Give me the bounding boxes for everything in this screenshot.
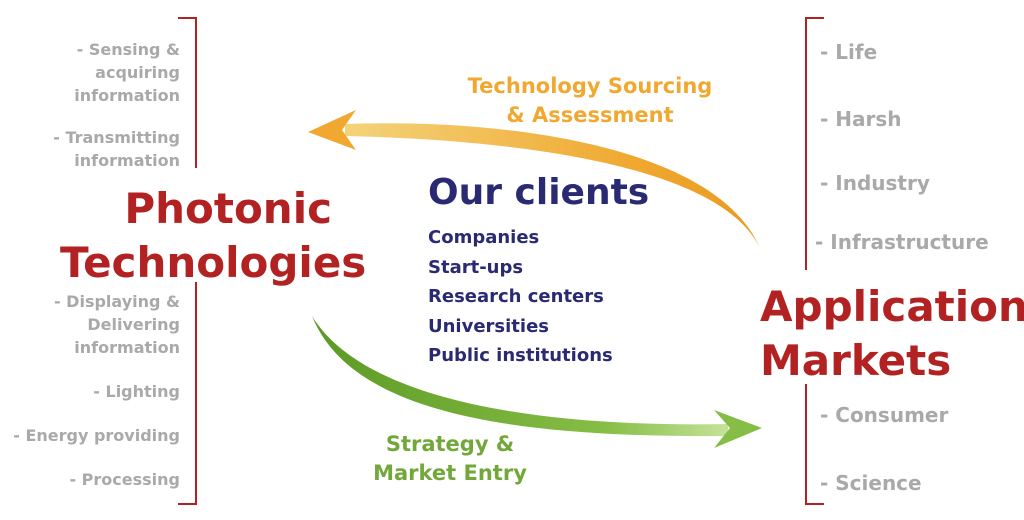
left-bracket-bottom <box>178 282 197 505</box>
client-item: Public institutions <box>428 345 613 366</box>
market-entry-label: Strategy & Market Entry <box>373 432 527 485</box>
left-item-sensing: - Sensing & acquiring information <box>74 40 180 105</box>
photonic-technologies-title: Photonic Technologies <box>60 184 367 287</box>
application-markets-title: Application Markets <box>760 282 1024 385</box>
left-item-lighting: - Lighting <box>93 382 180 401</box>
left-item-energy: - Energy providing <box>13 426 180 445</box>
right-bracket-bottom <box>805 384 824 505</box>
clients-title: Our clients <box>428 172 650 213</box>
left-bracket-top <box>178 17 197 168</box>
right-item-science: - Science <box>820 471 922 495</box>
right-bracket-top <box>805 17 824 270</box>
right-item-industry: - Industry <box>820 171 930 195</box>
client-item: Start-ups <box>428 257 524 278</box>
right-item-infrastructure: - Infrastructure <box>815 230 989 254</box>
entry-arrow-head <box>714 410 762 448</box>
right-item-harsh: - Harsh <box>820 107 902 131</box>
right-item-life: - Life <box>820 40 878 64</box>
sourcing-arrow-body <box>345 123 760 248</box>
client-item: Research centers <box>428 286 604 307</box>
client-item: Universities <box>428 316 549 337</box>
right-item-consumer: - Consumer <box>820 403 949 427</box>
sourcing-arrow-head <box>308 110 356 150</box>
client-item: Companies <box>428 227 540 248</box>
left-item-transmitting: - Transmitting information <box>53 128 180 170</box>
left-item-processing: - Processing <box>69 470 180 489</box>
left-item-displaying: - Displaying & Delivering information <box>53 292 180 357</box>
sourcing-label: Technology Sourcing & Assessment <box>467 74 713 127</box>
